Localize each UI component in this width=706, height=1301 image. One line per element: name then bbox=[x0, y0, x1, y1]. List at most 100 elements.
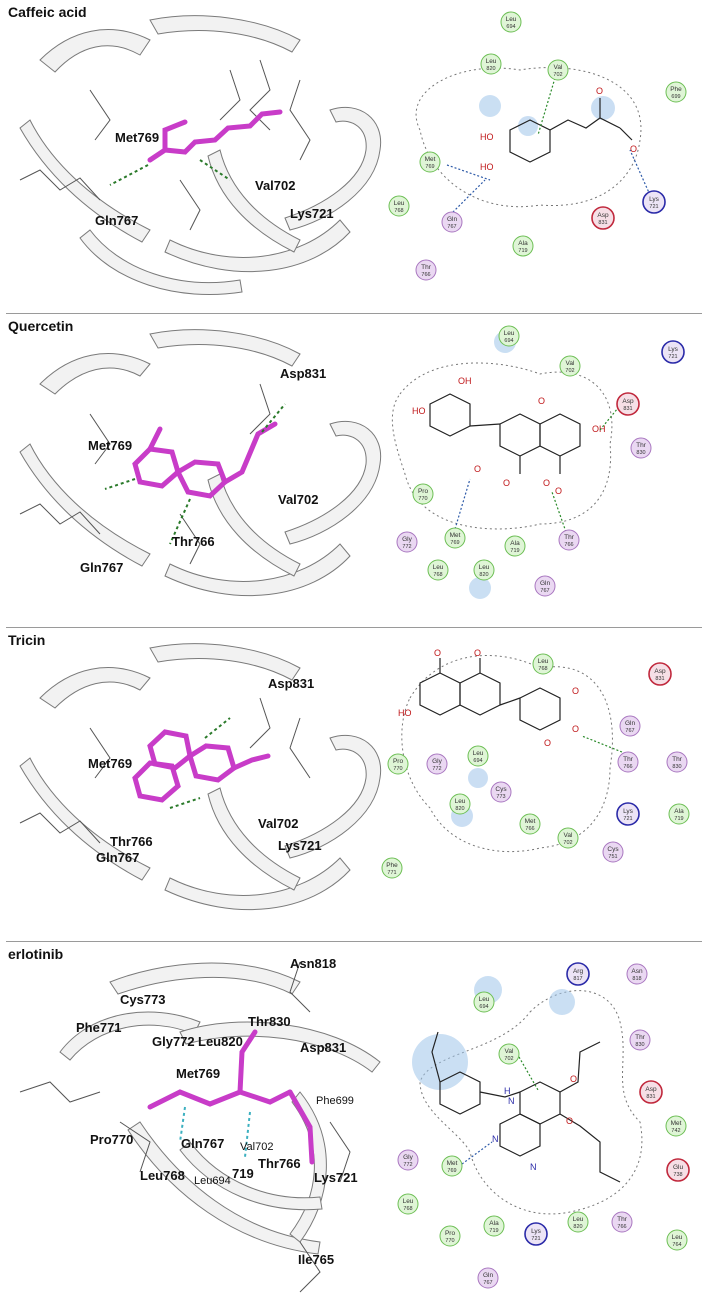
residue-label-3d: Thr766 bbox=[110, 834, 153, 849]
residue-node: Asn818 bbox=[626, 963, 648, 985]
residue-label-3d: Gln767 bbox=[95, 213, 138, 228]
panel-title: Quercetin bbox=[8, 318, 74, 334]
hbonds-3d bbox=[179, 1106, 251, 1158]
interaction-lines bbox=[446, 77, 651, 216]
residue-node: Leu820 bbox=[449, 793, 471, 815]
residue-label-3d: Asp831 bbox=[268, 676, 314, 691]
svg-text:770: 770 bbox=[418, 496, 427, 502]
svg-text:Leu: Leu bbox=[573, 1216, 584, 1223]
svg-text:772: 772 bbox=[403, 1162, 412, 1168]
svg-text:694: 694 bbox=[506, 24, 515, 30]
residue-label-3d: Met769 bbox=[88, 438, 132, 453]
svg-text:Pro: Pro bbox=[418, 488, 429, 495]
atom-label: OH bbox=[592, 424, 606, 434]
panel-figure: Asp831 Met769 Val702 Thr766 Lys721 Gln76… bbox=[19, 643, 690, 911]
svg-text:Leu: Leu bbox=[672, 1234, 683, 1241]
panel-divider bbox=[6, 313, 702, 314]
atom-label: H bbox=[504, 1086, 511, 1096]
residue-node: Met769 bbox=[441, 1155, 463, 1177]
svg-text:Thr: Thr bbox=[672, 756, 683, 763]
residue-label-3d: 719 bbox=[232, 1166, 254, 1181]
svg-text:767: 767 bbox=[483, 1280, 492, 1286]
pocket-contour bbox=[415, 67, 642, 208]
svg-text:830: 830 bbox=[635, 1042, 644, 1048]
svg-text:Ala: Ala bbox=[510, 540, 520, 547]
residue-node: Leu694 bbox=[498, 325, 520, 347]
svg-text:Val: Val bbox=[566, 360, 575, 367]
svg-text:767: 767 bbox=[447, 224, 456, 230]
residue-nodes: Leu694 Val702 Lys721 Asp831 Thr830 Pro77… bbox=[396, 325, 685, 597]
svg-text:Val: Val bbox=[564, 832, 573, 839]
svg-text:764: 764 bbox=[672, 1242, 681, 1248]
residue-node: Gln767 bbox=[477, 1267, 499, 1289]
svg-text:Asn: Asn bbox=[631, 968, 643, 975]
residue-node: Pro770 bbox=[387, 753, 409, 775]
svg-text:Leu: Leu bbox=[479, 996, 490, 1003]
svg-text:767: 767 bbox=[540, 588, 549, 594]
ligand-2d-structure bbox=[419, 658, 561, 731]
panel-tricin: Tricin bbox=[0, 628, 706, 940]
svg-text:Leu: Leu bbox=[403, 1198, 414, 1205]
svg-text:Pro: Pro bbox=[393, 758, 404, 765]
ligand-sticks bbox=[132, 421, 278, 499]
svg-text:Met: Met bbox=[425, 156, 436, 163]
svg-text:719: 719 bbox=[674, 816, 683, 822]
residue-node: Gly772 bbox=[396, 531, 418, 553]
panel-title: Tricin bbox=[8, 632, 46, 648]
ligand-2d-structure bbox=[431, 1031, 621, 1183]
svg-text:817: 817 bbox=[573, 976, 582, 982]
atom-label: OH bbox=[458, 376, 472, 386]
svg-text:Leu: Leu bbox=[394, 200, 405, 207]
residue-label-3d: Leu820 bbox=[198, 1034, 243, 1049]
svg-text:831: 831 bbox=[655, 676, 664, 682]
pocket-contour bbox=[419, 990, 643, 1215]
svg-text:820: 820 bbox=[455, 806, 464, 812]
svg-text:769: 769 bbox=[447, 1168, 456, 1174]
svg-text:Thr: Thr bbox=[617, 1216, 628, 1223]
svg-text:Gln: Gln bbox=[447, 216, 458, 223]
svg-text:Cys: Cys bbox=[495, 786, 507, 793]
residue-node: Leu768 bbox=[427, 559, 449, 581]
svg-text:830: 830 bbox=[672, 764, 681, 770]
svg-text:Met: Met bbox=[671, 1120, 682, 1127]
residue-node: Gly772 bbox=[397, 1149, 419, 1171]
svg-text:Leu: Leu bbox=[504, 330, 515, 337]
panel-divider bbox=[6, 627, 702, 628]
residue-label-3d: Met769 bbox=[176, 1066, 220, 1081]
svg-text:721: 721 bbox=[531, 1236, 540, 1242]
residue-node: Pro770 bbox=[439, 1225, 461, 1247]
svg-text:Ala: Ala bbox=[489, 1220, 499, 1227]
residue-node: Met769 bbox=[444, 527, 466, 549]
atom-label: N bbox=[508, 1096, 515, 1106]
svg-text:Lys: Lys bbox=[649, 196, 660, 203]
ligand-2d-structure bbox=[509, 98, 633, 163]
svg-text:772: 772 bbox=[432, 766, 441, 772]
svg-text:Lys: Lys bbox=[668, 346, 679, 353]
svg-text:702: 702 bbox=[504, 1056, 513, 1062]
svg-text:768: 768 bbox=[403, 1206, 412, 1212]
svg-text:Met: Met bbox=[447, 1160, 458, 1167]
svg-text:702: 702 bbox=[553, 72, 562, 78]
svg-text:770: 770 bbox=[445, 1238, 454, 1244]
residue-label-3d: Gly772 bbox=[152, 1034, 195, 1049]
residue-sticks bbox=[19, 697, 311, 844]
residue-node: Thr766 bbox=[611, 1211, 633, 1233]
residue-label-3d: Gln767 bbox=[96, 850, 139, 865]
svg-text:771: 771 bbox=[387, 870, 396, 876]
svg-text:Cys: Cys bbox=[607, 846, 619, 853]
residue-node: Lys721 bbox=[642, 190, 666, 214]
svg-text:Asp: Asp bbox=[645, 1086, 657, 1093]
svg-text:Leu: Leu bbox=[455, 798, 466, 805]
protein-3d-view: Asp831 Met769 Val702 Thr766 Lys721 Gln76… bbox=[19, 643, 382, 911]
svg-text:Lys: Lys bbox=[623, 808, 634, 815]
svg-text:820: 820 bbox=[573, 1224, 582, 1230]
svg-text:Pro: Pro bbox=[445, 1230, 456, 1237]
svg-text:Phe: Phe bbox=[670, 86, 682, 93]
svg-text:694: 694 bbox=[479, 1004, 488, 1010]
hbonds-3d bbox=[109, 159, 231, 186]
interaction-lines bbox=[581, 735, 623, 753]
residue-node: Phe771 bbox=[381, 857, 403, 879]
